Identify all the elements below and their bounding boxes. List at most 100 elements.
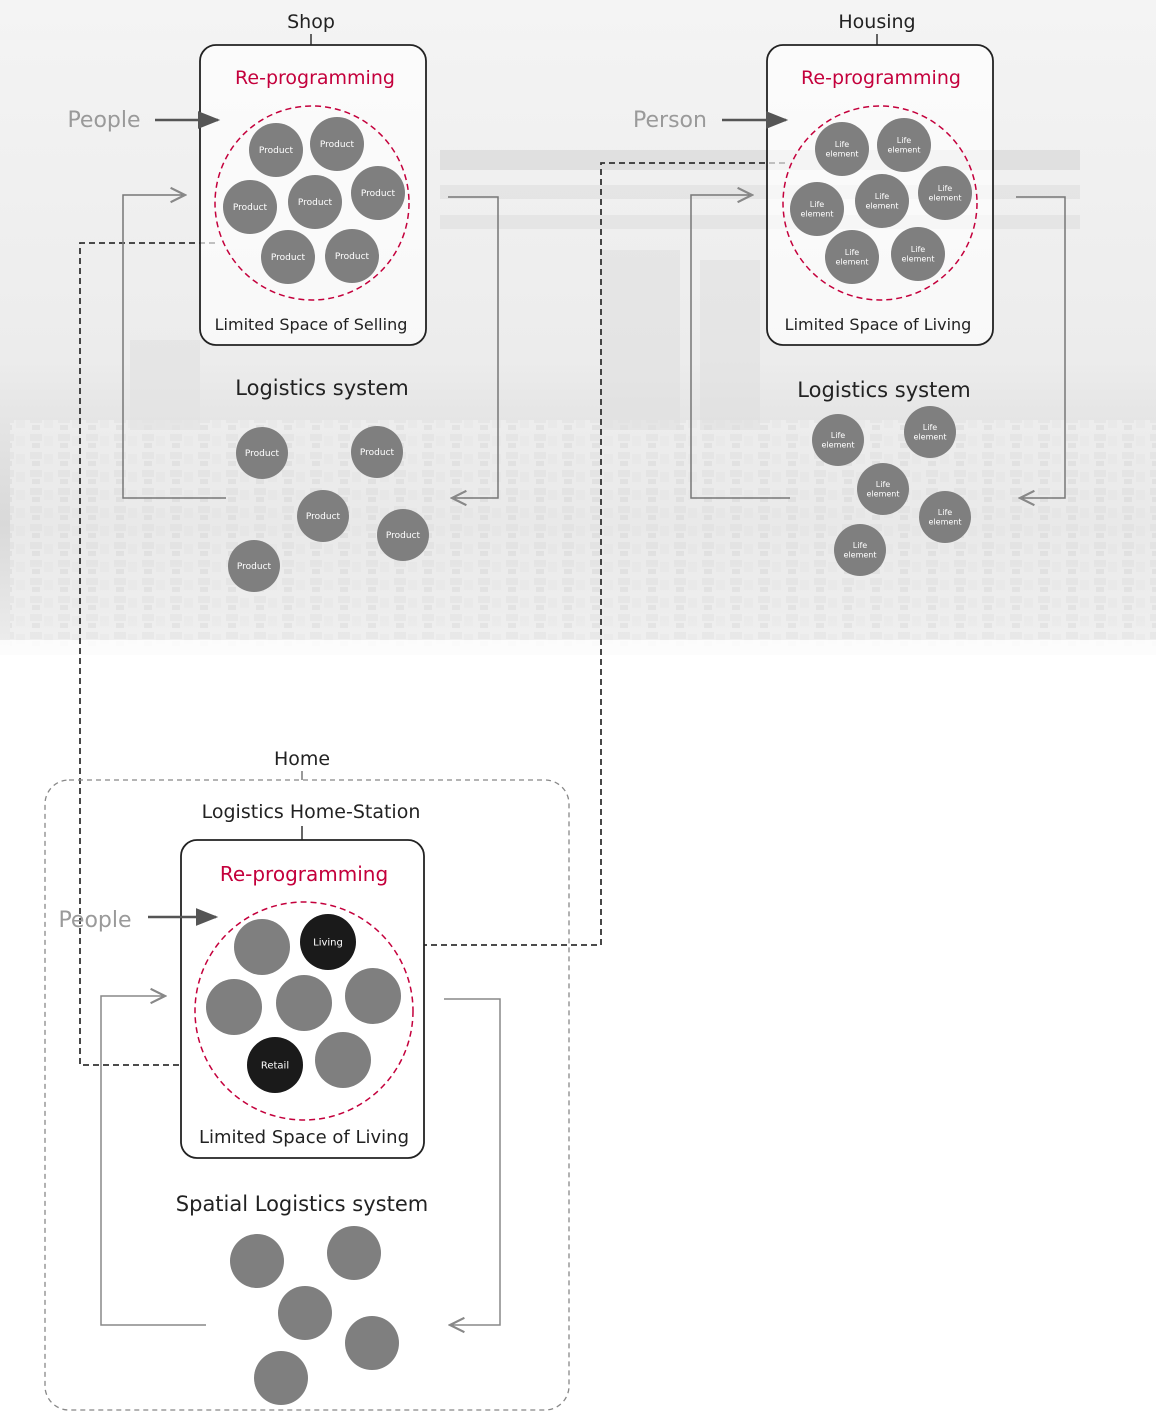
housing-life-element-circle-2 — [790, 182, 844, 236]
housing-logistics-life-elements: LifeelementLifeelementLifeelementLifeele… — [812, 406, 971, 576]
shop-title: Shop — [287, 11, 335, 33]
home-logistics-element-circle-1 — [327, 1226, 381, 1280]
home-loop-left-arrow-icon — [100, 996, 206, 1326]
home-reprogramming-circle — [194, 901, 414, 1121]
housing-life-element-label-1-w0: Life — [897, 136, 911, 145]
housing-life-element-label-2-w1: element — [801, 209, 834, 218]
shop-product-label-4: Product — [361, 189, 396, 199]
housing-life-element-circle-4 — [918, 166, 972, 220]
housing-inner-life-elements: LifeelementLifeelementLifeelementLifeele… — [790, 118, 972, 284]
housing-space-label: Limited Space of Living — [785, 315, 972, 334]
shop-logistics-label: Logistics system — [235, 376, 408, 400]
shop-logistics-product-label-1: Product — [360, 448, 395, 458]
shop-logistics-product-circle-4 — [228, 540, 280, 592]
shop-logistics-product-circle-1 — [351, 426, 403, 478]
home-outer-dashed-box — [44, 779, 570, 1411]
home-title: Home — [274, 748, 330, 770]
housing-life-element-circle-6 — [891, 227, 945, 281]
housing-title: Housing — [838, 11, 915, 33]
home-station-label: Logistics Home-Station — [202, 801, 421, 823]
connector-shop-to-retail — [79, 242, 250, 1066]
housing-life-element-circle-0 — [815, 122, 869, 176]
housing-logistics-life-element-label-1-w0: Life — [923, 423, 937, 432]
home-element-label-5: Retail — [261, 1061, 289, 1072]
home-logistics-element-circle-3 — [345, 1316, 399, 1370]
home-element-circle-0 — [234, 919, 290, 975]
housing-life-element-label-4-w1: element — [929, 193, 962, 202]
shop-product-circle-4 — [351, 166, 405, 220]
housing-life-element-circle-1 — [877, 118, 931, 172]
shop-loop-right-arrow-icon — [448, 196, 499, 498]
housing-logistics-life-element-label-0-w1: element — [822, 440, 855, 449]
housing-life-element-label-0-w0: Life — [835, 140, 849, 149]
shop-reprogramming-circle — [214, 105, 410, 301]
housing-logistics-life-element-label-2-w0: Life — [876, 480, 890, 489]
housing-life-element-label-3-w1: element — [866, 201, 899, 210]
home-element-circle-3 — [276, 975, 332, 1031]
home-element-label-1: Living — [313, 938, 343, 949]
housing-life-element-circle-3 — [855, 174, 909, 228]
housing-logistics-life-element-label-3-w1: element — [929, 517, 962, 526]
shop-product-label-5: Product — [271, 253, 306, 263]
housing-logistics-life-element-label-4-w0: Life — [853, 541, 867, 550]
shop-space-label: Limited Space of Selling — [215, 315, 408, 334]
housing-logistics-life-element-label-0-w0: Life — [831, 431, 845, 440]
home-element-circle-5 — [247, 1037, 303, 1093]
home-element-circle-4 — [345, 968, 401, 1024]
housing-life-element-label-2-w0: Life — [810, 200, 824, 209]
housing-reprogramming-label: Re-programming — [801, 67, 961, 89]
shop-product-label-1: Product — [320, 140, 355, 150]
shop-product-label-6: Product — [335, 252, 370, 262]
shop-logistics-product-circle-3 — [377, 509, 429, 561]
housing-reprogramming-circle — [782, 105, 978, 301]
shop-product-circle-2 — [223, 180, 277, 234]
shop-logistics-product-label-4: Product — [237, 562, 272, 572]
home-logistics-element-circle-4 — [254, 1351, 308, 1405]
shop-product-circle-3 — [288, 175, 342, 229]
housing-loop-right-arrow-icon — [1016, 196, 1066, 498]
home-logistics-element-circle-2 — [278, 1286, 332, 1340]
shop-logistics-product-label-3: Product — [386, 531, 421, 541]
home-logistics-label: Spatial Logistics system — [176, 1192, 428, 1216]
shop-reprogramming-label: Re-programming — [235, 67, 395, 89]
shop-product-circle-0 — [249, 123, 303, 177]
home-people-label: People — [58, 908, 131, 933]
housing-life-element-label-1-w1: element — [888, 145, 921, 154]
housing-person-label: Person — [633, 108, 707, 133]
home-element-circle-2 — [206, 979, 262, 1035]
shop-product-circle-6 — [325, 229, 379, 283]
housing-logistics-label: Logistics system — [797, 378, 970, 402]
housing-life-element-label-4-w0: Life — [938, 184, 952, 193]
home-element-circle-6 — [315, 1032, 371, 1088]
shop-logistics-product-label-2: Product — [306, 512, 341, 522]
shop-logistics-product-label-0: Product — [245, 449, 280, 459]
housing-logistics-life-element-circle-2 — [857, 463, 909, 515]
housing-logistics-life-element-label-1-w1: element — [914, 432, 947, 441]
home-space-label: Limited Space of Living — [199, 1127, 409, 1148]
housing-life-element-label-3-w0: Life — [875, 192, 889, 201]
shop-logistics-product-circle-0 — [236, 427, 288, 479]
home-logistics-elements — [230, 1226, 399, 1405]
home-logistics-element-circle-0 — [230, 1234, 284, 1288]
shop-product-label-3: Product — [298, 198, 333, 208]
shop-product-label-2: Product — [233, 203, 268, 213]
housing-logistics-life-element-circle-4 — [834, 524, 886, 576]
shop-people-label: People — [67, 108, 140, 133]
housing-logistics-life-element-label-4-w1: element — [844, 550, 877, 559]
home-loop-right-arrow-icon — [444, 998, 501, 1325]
home-element-circle-1 — [300, 914, 356, 970]
housing-life-element-circle-5 — [825, 230, 879, 284]
housing-life-element-label-0-w1: element — [826, 149, 859, 158]
shop-loop-left-arrow-icon — [122, 195, 226, 499]
housing-logistics-life-element-circle-1 — [904, 406, 956, 458]
housing-logistics-life-element-label-2-w1: element — [867, 489, 900, 498]
shop-logistics-product-circle-2 — [297, 490, 349, 542]
housing-logistics-life-element-circle-3 — [919, 491, 971, 543]
housing-life-element-label-5-w1: element — [836, 257, 869, 266]
shop-product-circle-5 — [261, 230, 315, 284]
housing-life-element-label-6-w0: Life — [911, 245, 925, 254]
